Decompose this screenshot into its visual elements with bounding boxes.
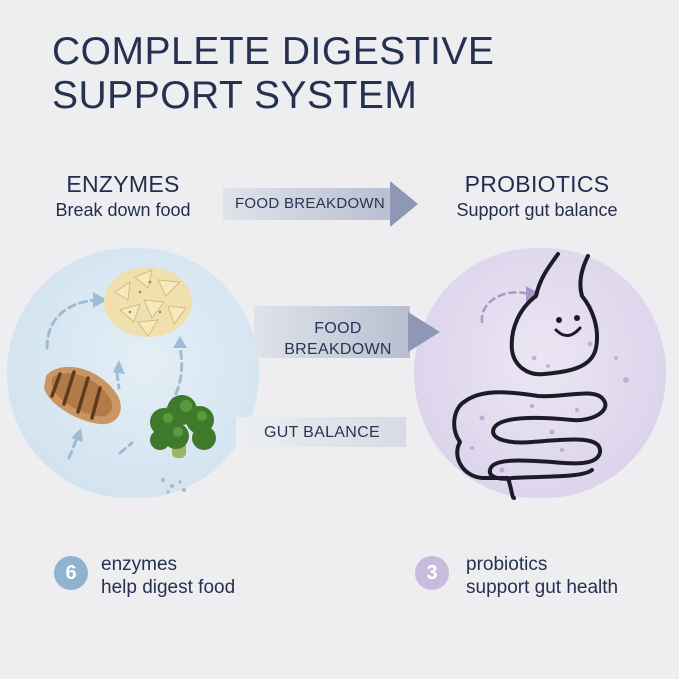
chicken-icon xyxy=(44,366,121,425)
page-title: COMPLETE DIGESTIVE SUPPORT SYSTEM xyxy=(52,30,494,118)
probiotics-subheading: Support gut balance xyxy=(456,200,618,220)
intestine-icon xyxy=(452,390,608,500)
enzymes-header: ENZYMES Break down food xyxy=(28,170,218,222)
mid-arrow-head xyxy=(408,312,440,352)
pasta-icon xyxy=(104,267,192,337)
mid-arrow-line-2: BREAKDOWN xyxy=(284,341,392,358)
mid-arrow-label: FOOD BREAKDOWN xyxy=(263,318,413,360)
mid-arrow-band xyxy=(254,306,410,358)
enzymes-badge-line-1: enzymes xyxy=(101,554,178,575)
title-line-2: SUPPORT SYSTEM xyxy=(52,74,418,117)
top-arrow-label: FOOD BREAKDOWN xyxy=(234,195,386,212)
title-line-1: COMPLETE DIGESTIVE xyxy=(52,30,495,73)
enzymes-heading: ENZYMES xyxy=(66,171,180,197)
mid-arrow-line-1: FOOD xyxy=(314,320,362,337)
broccoli-icon xyxy=(150,395,216,458)
enzymes-badge-line-2: help digest food xyxy=(101,577,236,598)
probiotics-heading: PROBIOTICS xyxy=(464,171,610,197)
probiotics-count-badge: 3 xyxy=(415,556,449,590)
enzymes-count-badge: 6 xyxy=(54,556,88,590)
top-arrow-head xyxy=(390,181,418,227)
probiotics-badge-line-2: support gut health xyxy=(466,577,619,598)
enzymes-subheading: Break down food xyxy=(55,200,191,220)
top-arrow-band xyxy=(223,188,393,220)
probiotics-badge-text: probiotics support gut health xyxy=(466,553,618,599)
probiotics-badge-line-1: probiotics xyxy=(466,554,548,575)
stomach-icon xyxy=(480,252,629,383)
gut-balance-label: GUT BALANCE xyxy=(264,424,380,441)
enzymes-badge-text: enzymes help digest food xyxy=(101,553,235,599)
probiotics-header: PROBIOTICS Support gut balance xyxy=(430,170,644,222)
crumbs-icon xyxy=(161,478,186,494)
gut-balance-band xyxy=(236,417,406,447)
